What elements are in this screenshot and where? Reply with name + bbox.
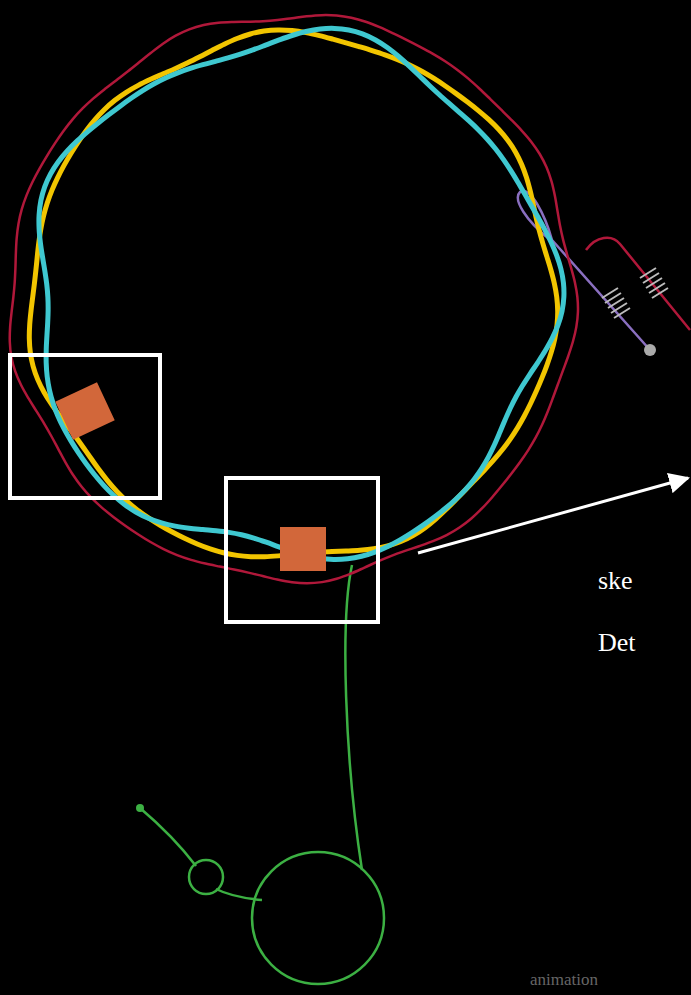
detector <box>280 527 326 571</box>
pointer-arrow <box>418 478 688 553</box>
magnet-springs <box>602 268 668 318</box>
injector-line <box>140 808 262 900</box>
highlight-frame <box>226 478 378 622</box>
callout-label: ske <box>598 566 633 596</box>
outer-ring <box>10 15 578 583</box>
highlight-frame <box>10 355 160 498</box>
injector-ring <box>252 852 384 984</box>
callout-label: Det <box>598 628 636 658</box>
credit-note: animation <box>530 970 598 990</box>
transfer-line <box>586 238 690 330</box>
source-dot <box>136 804 144 812</box>
detector <box>55 382 114 440</box>
dump-dot <box>644 344 656 356</box>
injector-line <box>345 565 362 870</box>
